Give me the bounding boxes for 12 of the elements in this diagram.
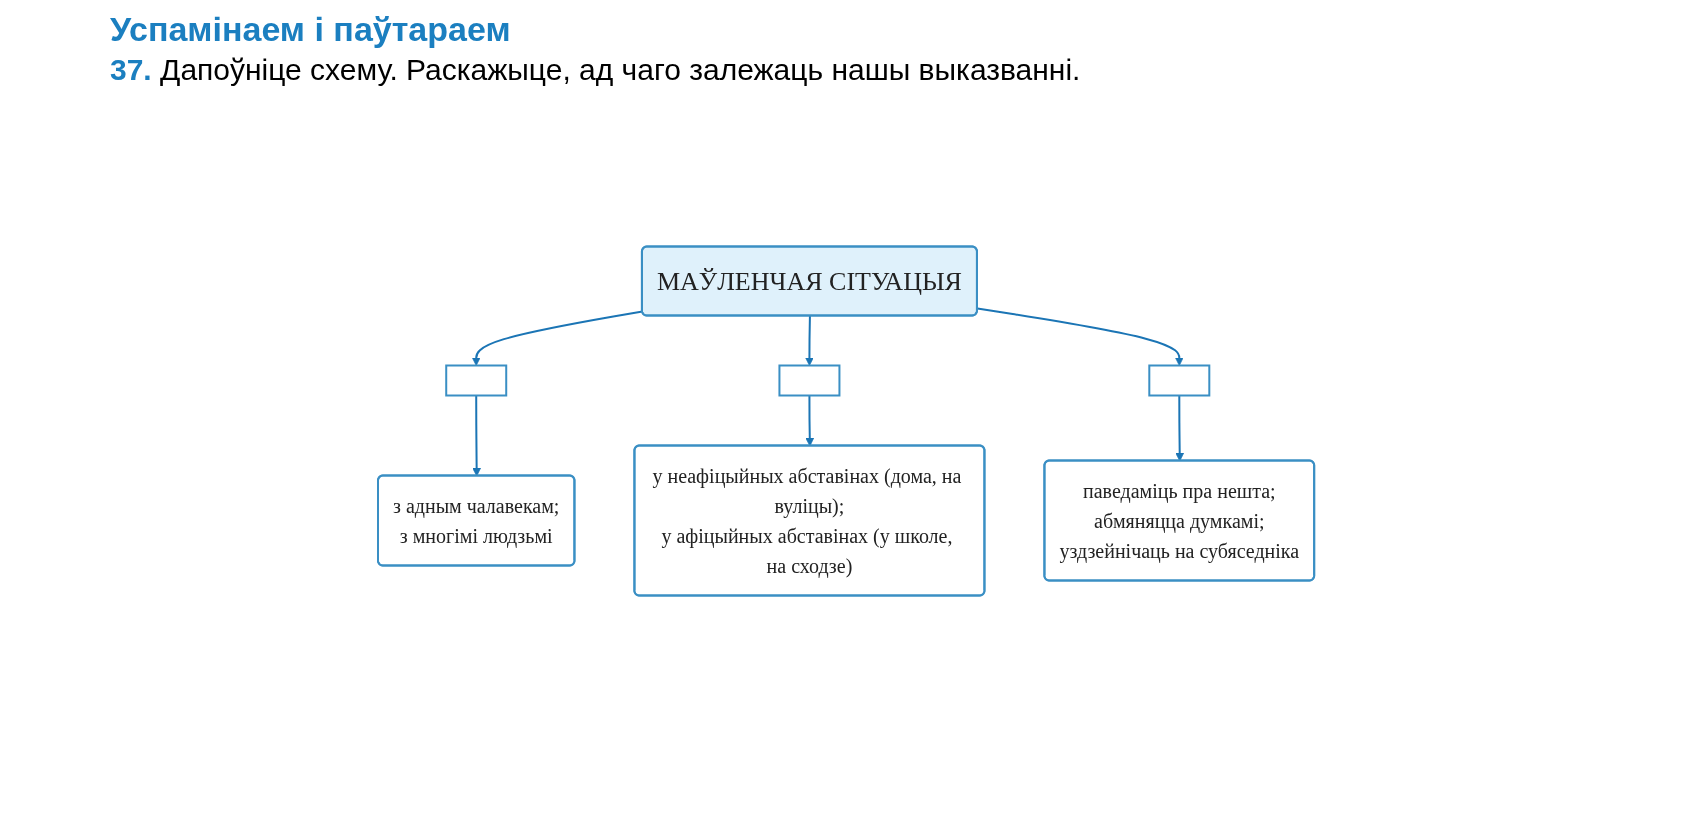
arrow [472, 394, 481, 477]
arrow [976, 307, 1184, 366]
arrow [1175, 394, 1184, 462]
node-box [1148, 364, 1211, 397]
arrow [804, 315, 814, 366]
exercise-number: 37. [110, 53, 152, 86]
node-box [778, 364, 841, 397]
arrow [805, 394, 815, 447]
task-text: Дапоўніце схему. Раскажыце, ад чаго залежаць нашы выказванні. [160, 53, 1081, 86]
section-heading: Успамінаем і паўтараем [110, 10, 511, 49]
node-box [445, 364, 508, 397]
arrow [471, 310, 644, 366]
